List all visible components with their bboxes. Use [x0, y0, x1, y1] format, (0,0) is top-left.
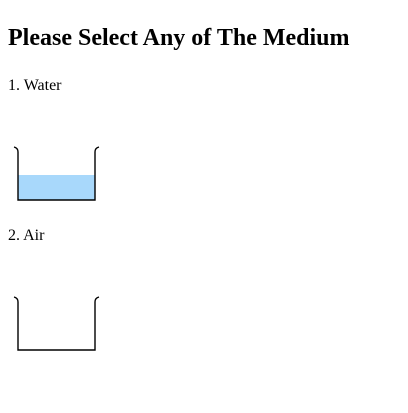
option-label-water: 1. Water: [8, 77, 62, 94]
beaker-outline: [13, 296, 100, 351]
water-fill: [18, 175, 95, 200]
beaker-outline: [13, 146, 100, 201]
water-beaker[interactable]: [12, 144, 102, 204]
option-label-air: 2. Air: [8, 227, 45, 244]
air-beaker[interactable]: [12, 294, 102, 354]
page-title: Please Select Any of The Medium: [8, 25, 350, 51]
